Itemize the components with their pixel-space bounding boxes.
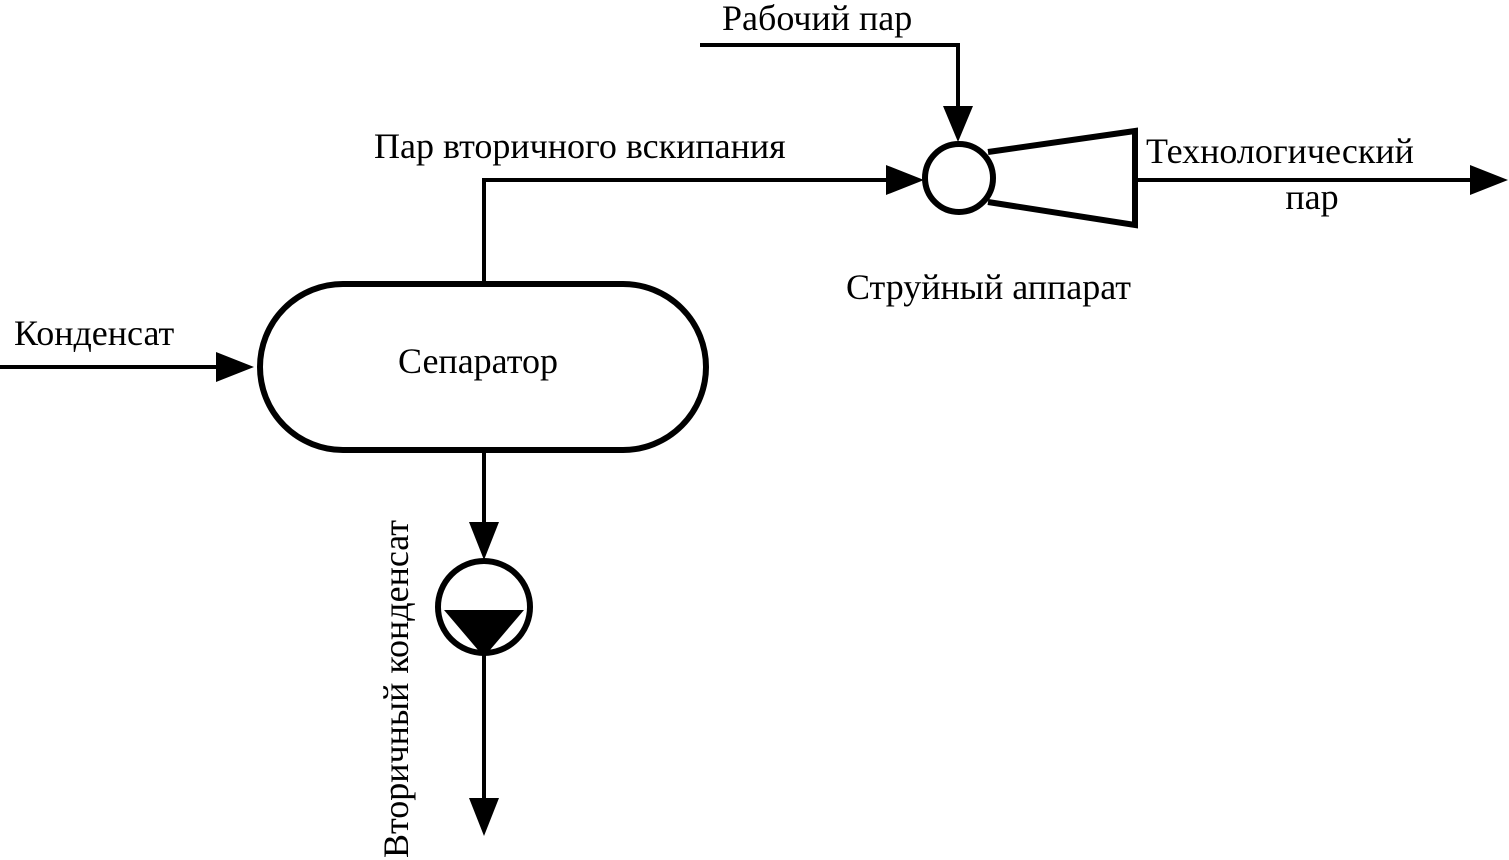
separator-vessel — [257, 281, 709, 453]
jet-apparatus-label: Струйный аппарат — [846, 267, 1131, 307]
drain-pump-arrow — [469, 522, 499, 560]
working-steam-arrow — [943, 106, 973, 142]
process-steam-label-line1: Технологический — [1146, 131, 1414, 171]
drain-outlet-arrow — [469, 798, 499, 836]
pump-triangle-icon — [444, 610, 524, 657]
flash-steam-label: Пар вторичного вскипания — [374, 126, 786, 166]
secondary-condensate-label: Вторичный конденсат — [376, 520, 416, 858]
process-steam-arrow — [1470, 165, 1508, 195]
condensate-label: Конденсат — [14, 313, 175, 353]
jet-apparatus-nozzle — [922, 141, 996, 215]
condensate-inlet-arrow — [216, 352, 254, 382]
working-steam-line — [700, 43, 960, 106]
separator-label: Сепаратор — [398, 341, 558, 381]
flash-steam-line — [482, 178, 886, 282]
working-steam-label: Рабочий пар — [722, 0, 912, 38]
process-steam-label-line2: пар — [1285, 177, 1338, 217]
jet-apparatus-diffuser — [987, 127, 1138, 229]
flash-steam-arrow — [886, 165, 924, 195]
